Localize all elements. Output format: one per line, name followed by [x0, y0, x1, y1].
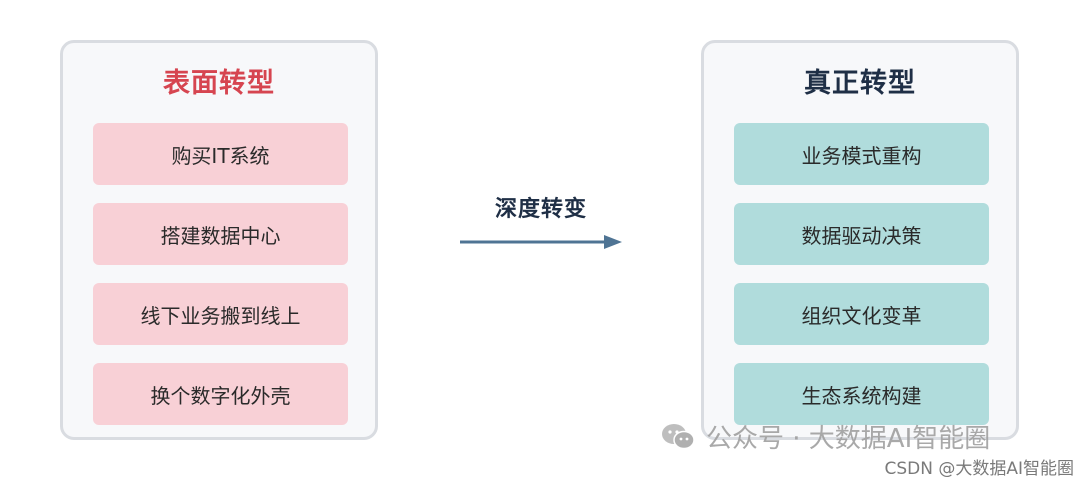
- csdn-watermark: CSDN @大数据AI智能圈: [884, 459, 1074, 479]
- right-arrow-icon: [460, 235, 622, 249]
- true-transformation-list: 业务模式重构 数据驱动决策 组织文化变革 生态系统构建: [734, 123, 989, 443]
- surface-item: 购买IT系统: [93, 123, 348, 185]
- surface-transformation-panel: 表面转型 购买IT系统 搭建数据中心 线下业务搬到线上 换个数字化外壳: [60, 40, 378, 440]
- true-transformation-panel: 真正转型 业务模式重构 数据驱动决策 组织文化变革 生态系统构建: [701, 40, 1019, 440]
- true-item: 业务模式重构: [734, 123, 989, 185]
- true-item: 组织文化变革: [734, 283, 989, 345]
- transition-label: 深度转变: [494, 197, 587, 222]
- surface-transformation-title: 表面转型: [163, 68, 275, 99]
- true-item: 数据驱动决策: [734, 203, 989, 265]
- wechat-icon: [662, 423, 695, 449]
- watermark-text: 公众号 · 大数据AI智能圈: [706, 424, 991, 454]
- surface-item: 搭建数据中心: [93, 203, 348, 265]
- true-item: 生态系统构建: [734, 363, 989, 425]
- surface-item: 线下业务搬到线上: [93, 283, 348, 345]
- surface-transformation-list: 购买IT系统 搭建数据中心 线下业务搬到线上 换个数字化外壳: [93, 123, 348, 443]
- surface-item: 换个数字化外壳: [93, 363, 348, 425]
- true-transformation-title: 真正转型: [804, 68, 916, 99]
- wechat-watermark: 公众号 · 大数据AI智能圈: [660, 418, 990, 455]
